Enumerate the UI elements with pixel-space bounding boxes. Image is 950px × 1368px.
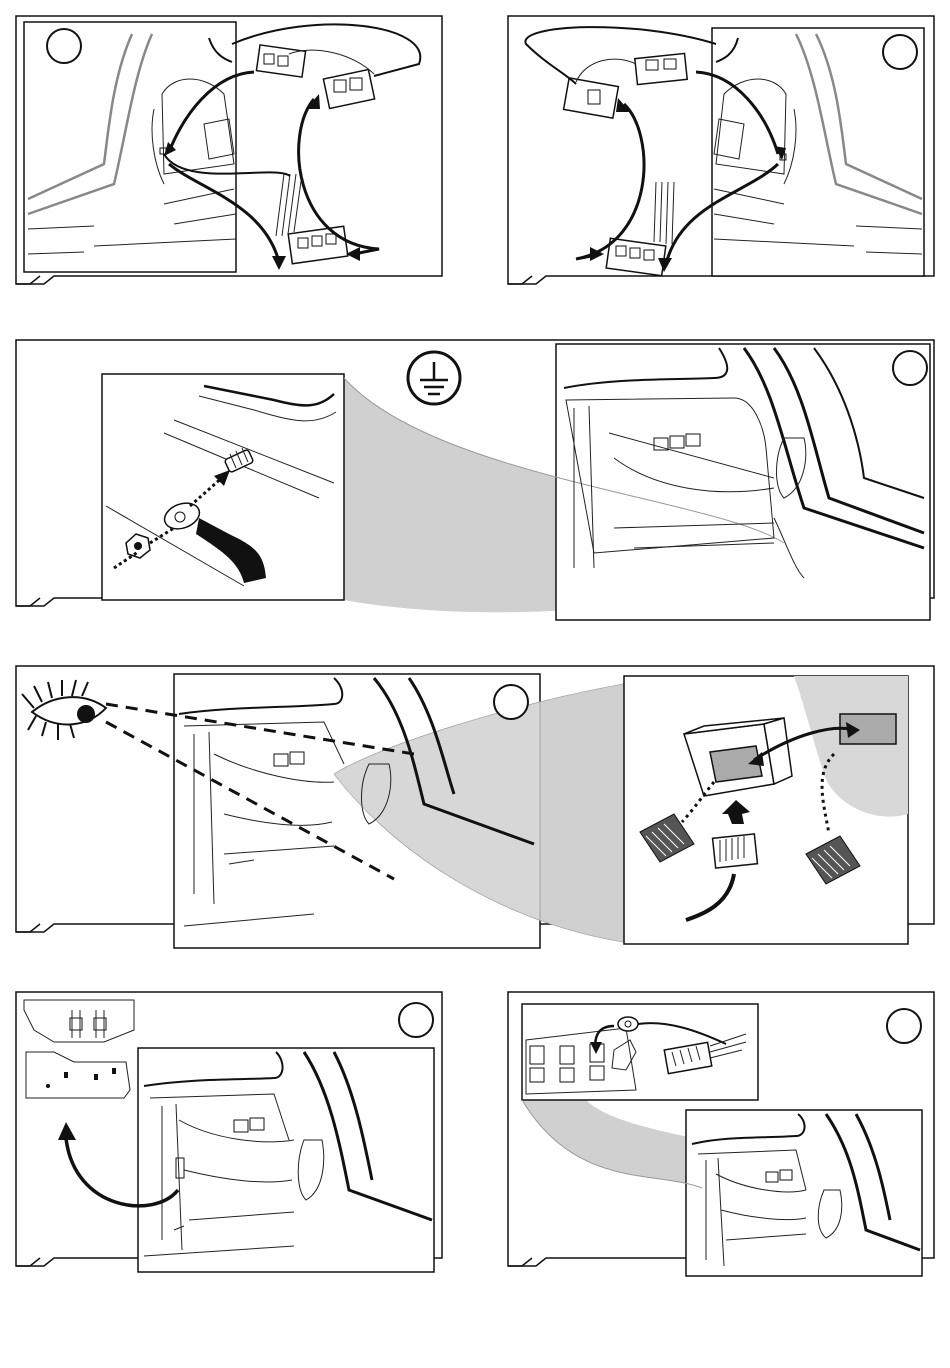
ring-terminal: [618, 1017, 638, 1031]
step-6-illustration: [506, 990, 936, 1288]
step-4-illustration: [14, 664, 936, 954]
step-4-panel: [14, 664, 936, 954]
step-1-panel: [14, 14, 444, 306]
step-6-number-circle: [887, 1009, 921, 1043]
ground-terminal-detail: [522, 1004, 758, 1100]
step-5-illustration: [14, 990, 444, 1288]
connector-d: [635, 53, 687, 84]
step-5-panel: [14, 990, 444, 1288]
connector-e: [564, 78, 619, 118]
connector-c: [288, 226, 348, 264]
step-1-number-circle: [47, 29, 81, 63]
plug-connector: [713, 834, 758, 868]
step-1-illustration: [14, 14, 444, 306]
step-3-illustration: [14, 338, 936, 628]
step-4-number-circle: [494, 685, 528, 719]
eye-icon: [22, 680, 106, 740]
step-6-car-view: [686, 1110, 922, 1276]
step-2-illustration: [506, 14, 936, 306]
connector-f: [606, 238, 666, 276]
step-3-panel: [14, 338, 936, 628]
ground-symbol-icon: [408, 352, 460, 404]
bracket-part-bottom: [26, 1052, 130, 1098]
step-2-panel: [506, 14, 936, 306]
ground-detail-box: [102, 374, 344, 600]
connector-a: [256, 45, 305, 77]
zoom-shade: [522, 1100, 702, 1188]
step-6-panel: [506, 990, 936, 1288]
step-2-number-circle: [883, 35, 917, 69]
step-3-number-circle: [893, 351, 927, 385]
connector-b: [323, 70, 374, 109]
step-5-number-circle: [399, 1003, 433, 1037]
bracket-part-top: [24, 1000, 134, 1042]
